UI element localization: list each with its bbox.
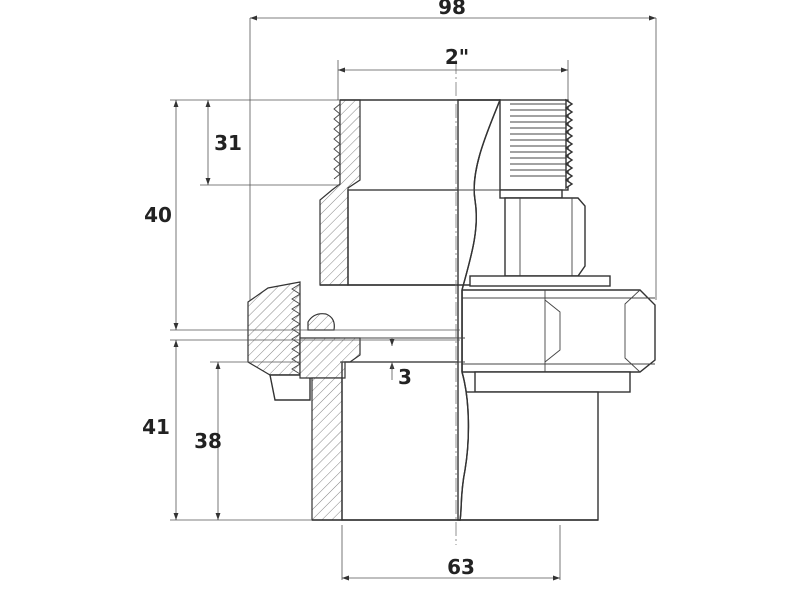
thread-wall-section: [319, 99, 361, 286]
dim-socket-depth: 38: [194, 429, 222, 453]
dim-lower-height: 41: [142, 415, 170, 439]
tail-piece-neck: [499, 189, 563, 199]
external-thread-body: [499, 99, 569, 191]
dim-socket-diameter: 63: [447, 555, 475, 579]
dim-gap: 3: [398, 365, 412, 389]
flange-ring: [469, 275, 611, 287]
body-flange-section: [299, 337, 361, 379]
union-nut-hex: [461, 289, 656, 373]
section-view: [247, 99, 463, 521]
nut-lower-ring: [269, 374, 311, 401]
dim-overall-width: 98: [438, 0, 466, 19]
dim-thread-size: 2": [445, 45, 469, 69]
dimension-lines: [170, 15, 657, 581]
dim-thread-length: 31: [214, 131, 242, 155]
o-ring-seal: [307, 313, 335, 331]
body-collar: [474, 371, 631, 393]
upper-hex-nut: [504, 197, 586, 277]
internal-thread-teeth: [333, 103, 341, 180]
socket-body: [459, 391, 599, 521]
external-thread-teeth: [510, 98, 574, 190]
dim-upper-height: 40: [144, 203, 172, 227]
external-view: [459, 98, 656, 521]
socket-wall-section: [311, 377, 343, 521]
